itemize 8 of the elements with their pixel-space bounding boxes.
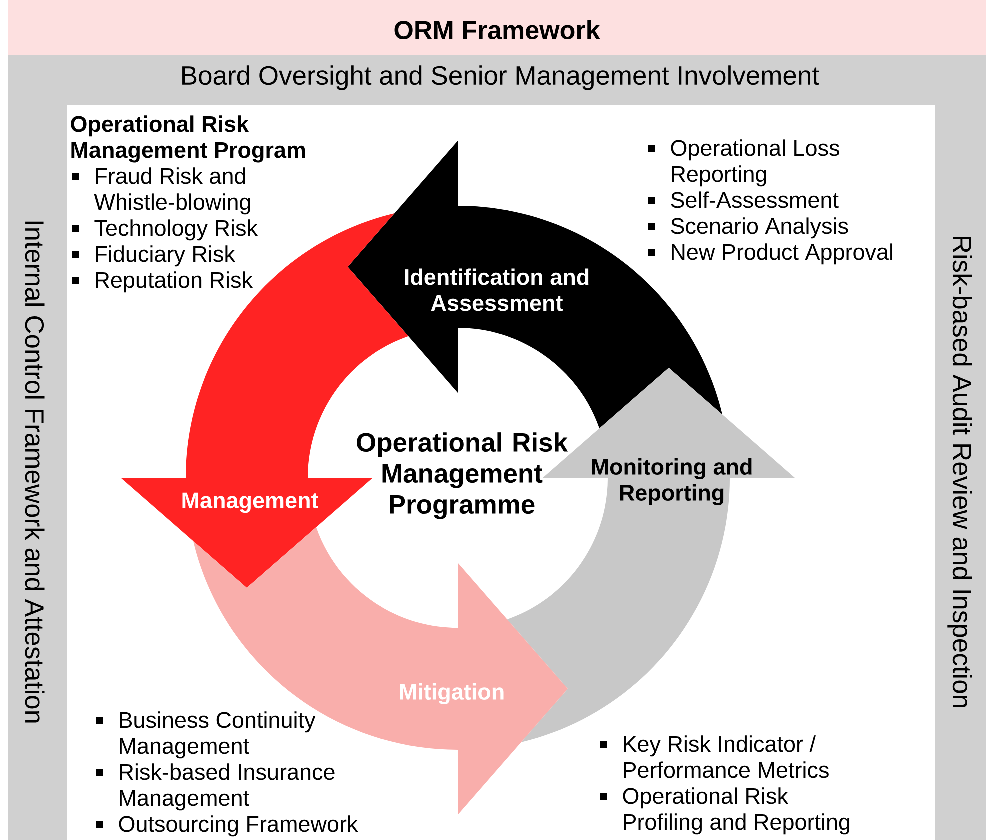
side-heading: Risk-based Audit Review and Inspection bbox=[948, 237, 972, 708]
side-heading: Board Oversight and Senior Management Involvement bbox=[182, 66, 820, 90]
title-banner: ORM Framework bbox=[8, 0, 986, 55]
list-heading: Operational Risk Management Program bbox=[71, 116, 306, 163]
side-heading: Internal Control Framework and Attestation bbox=[25, 222, 45, 723]
bullet-item: Fraud Risk and Whistle-blowing bbox=[72, 168, 250, 215]
bullet-item: Operational Risk Profiling and Reporting bbox=[600, 788, 850, 835]
bullet-item: Outsourcing Framework bbox=[96, 816, 358, 837]
